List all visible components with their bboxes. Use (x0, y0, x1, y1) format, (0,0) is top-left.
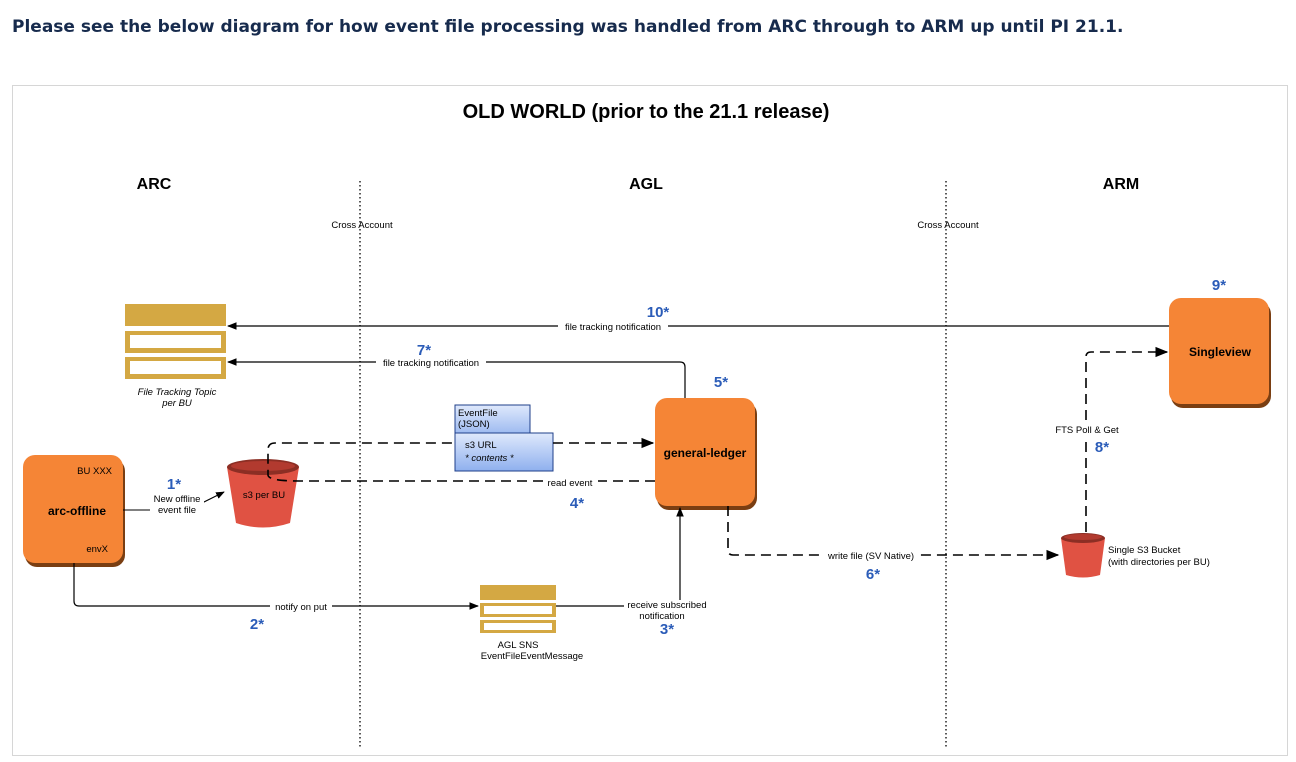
general-ledger-node (655, 398, 757, 510)
edge-notify-on-put (73, 563, 479, 610)
edge-read-event-loop (267, 442, 655, 482)
step-5: 5* (714, 374, 728, 391)
boundary-right-label: Cross Account (917, 220, 979, 231)
step-10: 10* (647, 304, 670, 321)
boundary-left-label: Cross Account (331, 220, 393, 231)
arc-offline-bu-label: BU XXX (77, 466, 113, 477)
edge-notify-on-put-label: notify on put (275, 602, 327, 613)
edge-fts-poll (1085, 346, 1169, 532)
event-file-document-icon (454, 404, 554, 472)
edge-new-offline-label: New offline (154, 494, 201, 505)
event-file-doc-sublabel: (JSON) (458, 419, 490, 430)
singleview-label: Singleview (1189, 345, 1252, 359)
arc-offline-node (23, 455, 125, 567)
step-8: 8* (1095, 439, 1109, 456)
s3-url-doc-sublabel: * contents * (465, 453, 514, 464)
event-file-doc-label: EventFile (458, 408, 498, 419)
file-tracking-topic-icon (125, 304, 226, 379)
s3-url-doc-label: s3 URL (465, 440, 497, 451)
diagram-frame (12, 85, 1288, 756)
agl-sns-label: AGL SNS (498, 640, 539, 651)
s3-bucket-label: s3 per BU (243, 490, 285, 501)
edge-tracking-7 (227, 358, 686, 398)
arc-offline-label: arc-offline (48, 504, 106, 518)
page-heading: Please see the below diagram for how eve… (12, 17, 1124, 37)
edge-write-file (727, 506, 1060, 561)
edge-write-file-label: write file (SV Native) (827, 551, 914, 562)
step-4: 4* (570, 495, 584, 512)
single-s3-label: Single S3 Bucket (1108, 545, 1181, 556)
column-arc: ARC (137, 176, 172, 193)
s3-bucket-icon (227, 459, 299, 528)
edge-fts-poll-label: FTS Poll & Get (1055, 425, 1119, 436)
edge-receive-subscribed-sublabel: notification (639, 611, 684, 622)
agl-sns-icon (480, 585, 556, 633)
single-s3-bucket-icon (1061, 533, 1105, 578)
diagram-title: OLD WORLD (prior to the 21.1 release) (463, 101, 830, 123)
step-6: 6* (866, 566, 880, 583)
edge-tracking-7-label: file tracking notification (383, 358, 479, 369)
edge-read-event-label: read event (548, 478, 593, 489)
column-agl: AGL (629, 176, 663, 193)
step-3: 3* (660, 621, 674, 638)
single-s3-sublabel: (with directories per BU) (1108, 557, 1210, 568)
edge-tracking-10-label: file tracking notification (565, 322, 661, 333)
column-arm: ARM (1103, 176, 1139, 193)
general-ledger-label: general-ledger (664, 446, 747, 460)
step-7: 7* (417, 342, 431, 359)
step-2: 2* (250, 616, 264, 633)
step-1: 1* (167, 476, 181, 493)
edge-new-offline-sublabel: event file (158, 505, 196, 516)
singleview-node (1169, 298, 1271, 408)
agl-sns-sublabel: EventFileEventMessage (481, 651, 583, 662)
file-tracking-topic-label: File Tracking Topic (138, 387, 217, 398)
edge-receive-subscribed-label: receive subscribed (627, 600, 706, 611)
file-tracking-topic-sublabel: per BU (161, 398, 192, 409)
edge-receive-subscribed (556, 507, 684, 607)
arc-offline-env-label: envX (86, 544, 108, 555)
step-9: 9* (1212, 277, 1226, 294)
